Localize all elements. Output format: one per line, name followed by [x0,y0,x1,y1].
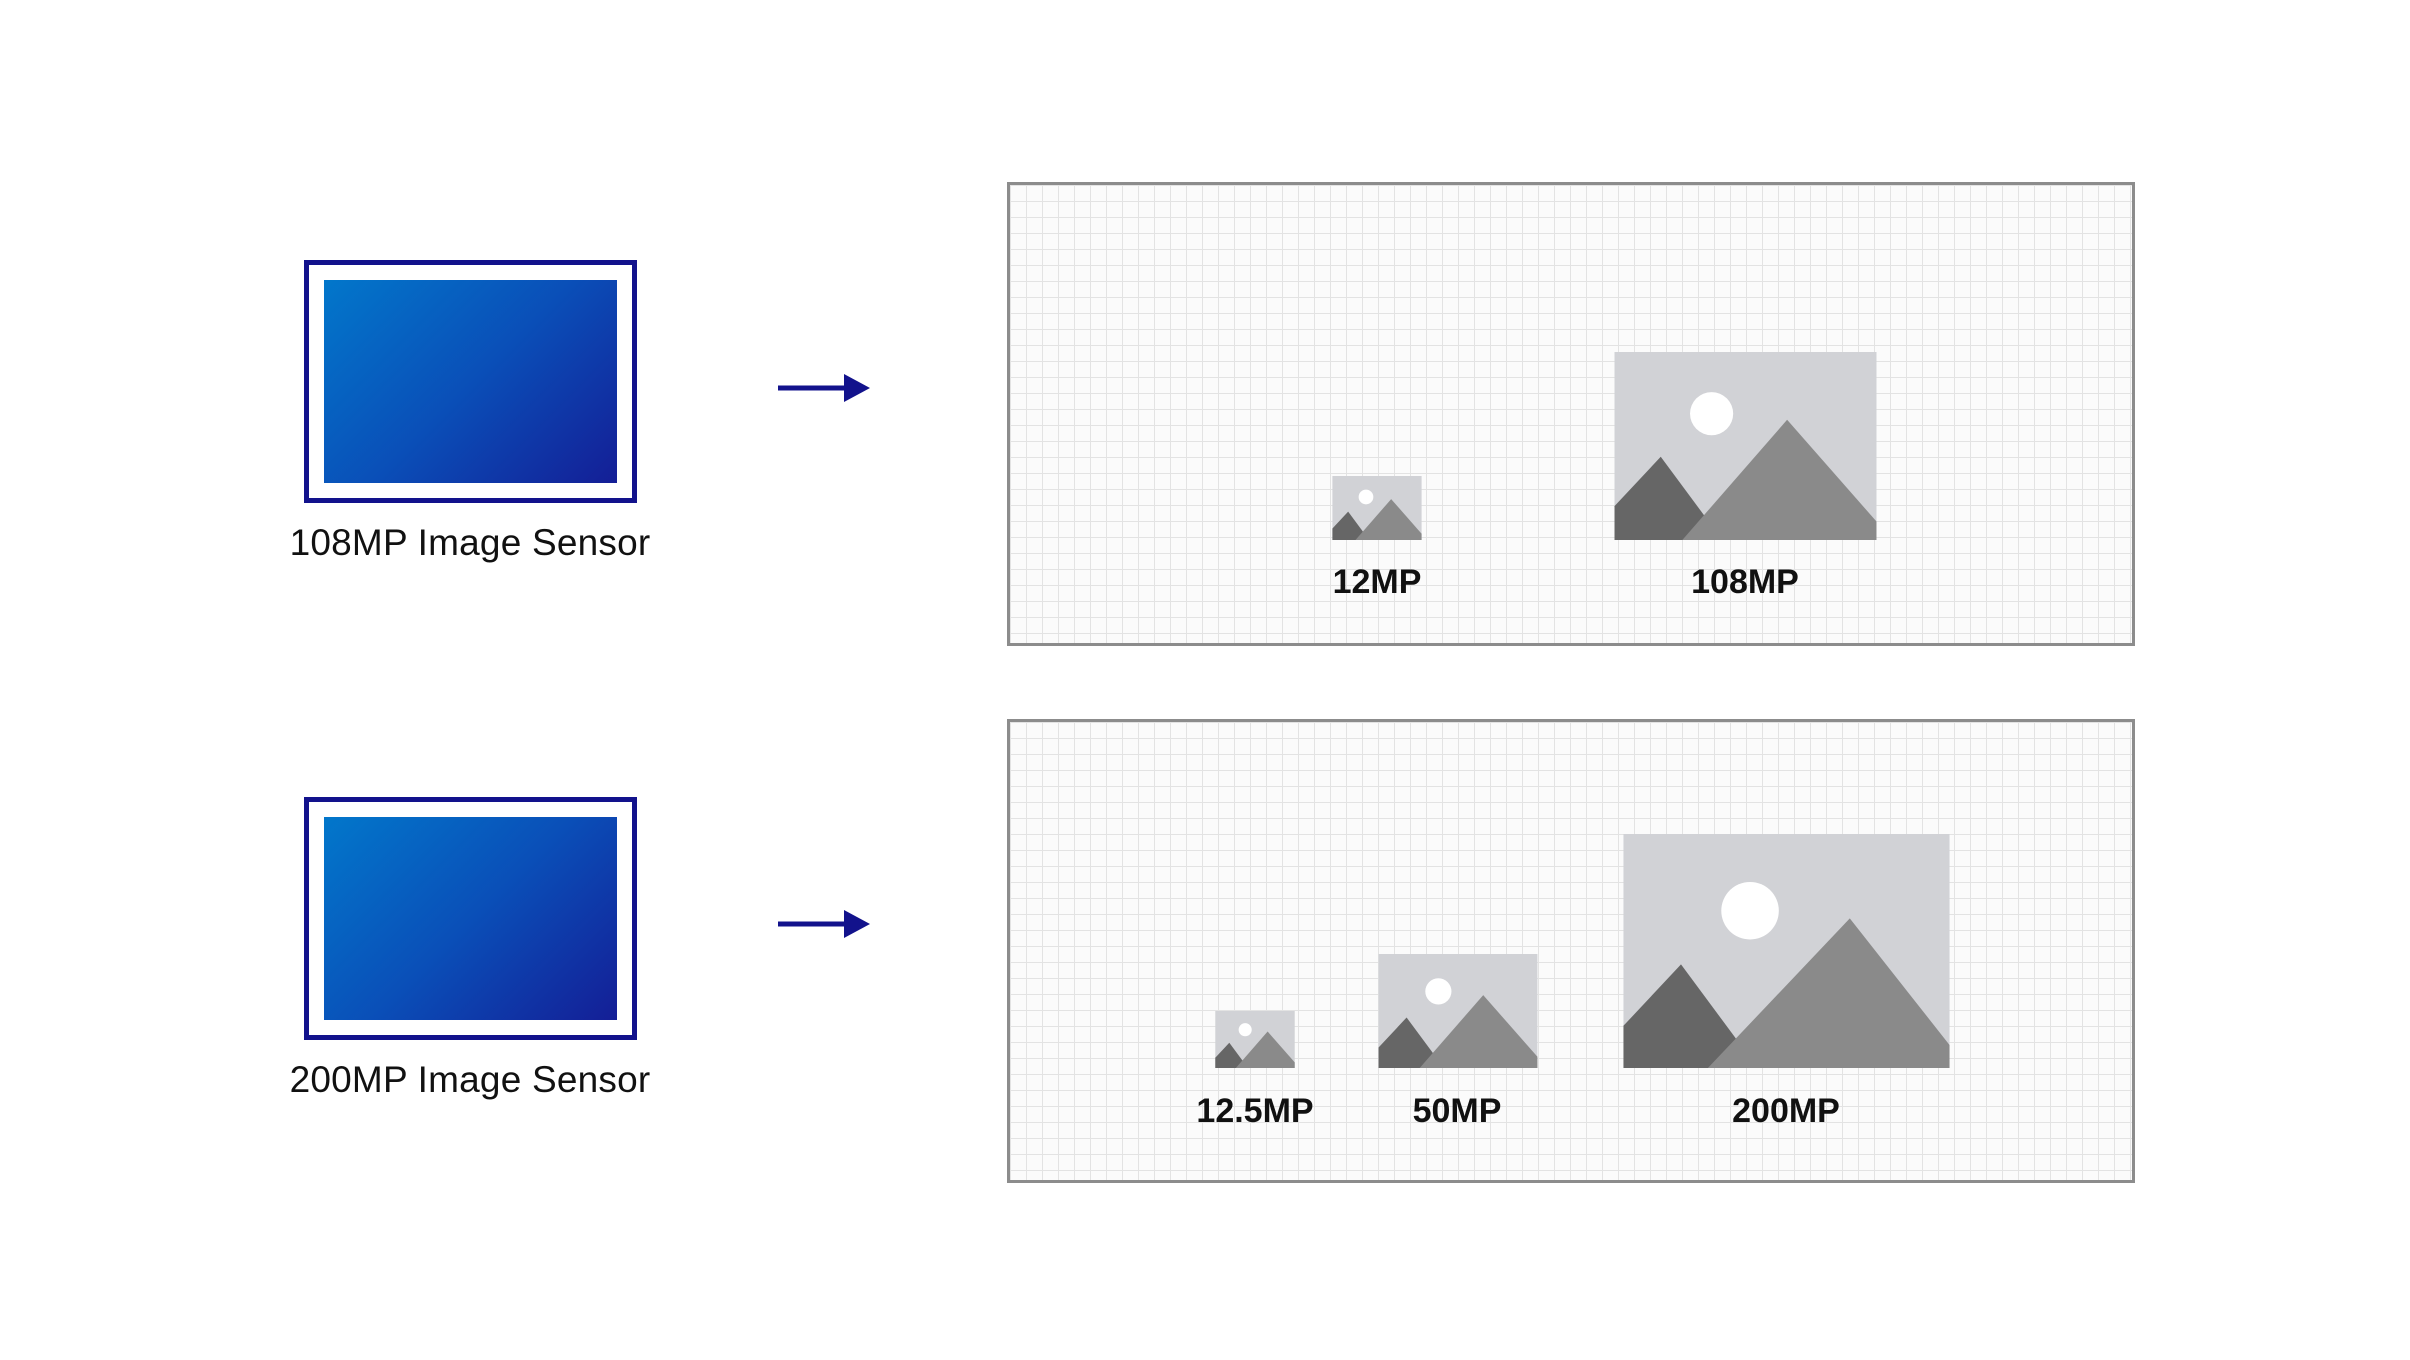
output-panel: 12MP 108MP [1007,182,2135,646]
sensor-label: 200MP Image Sensor [289,1059,651,1100]
resolution-label: 12MP [1332,563,1422,601]
image-placeholder-icon [1614,352,1877,540]
sensor-row-108mp: 108MP Image Sensor 12MP 108MP [0,0,2410,646]
image-placeholder-icon [1215,1011,1295,1068]
resolution-label: 108MP [1691,563,1799,601]
arrow-right-icon [778,910,870,938]
output-panel: 12.5MP 50MP 200MP [1007,719,2135,1183]
sensor-row-200mp: 200MP Image Sensor 12.5MP 50MP 200MP [0,536,2410,1183]
image-placeholder-icon [1332,476,1422,540]
resolution-label: 200MP [1732,1092,1840,1130]
arrow-right-icon [778,374,870,402]
sensor-label: 108MP Image Sensor [289,522,651,563]
sensor-surface [324,817,617,1020]
sensor-surface [324,280,617,483]
resolution-label: 50MP [1412,1092,1502,1130]
sensor-chip-icon [304,260,637,503]
sensor-chip-icon [304,797,637,1040]
resolution-label: 12.5MP [1196,1092,1314,1130]
image-placeholder-icon [1623,834,1950,1068]
image-placeholder-icon [1378,954,1538,1068]
